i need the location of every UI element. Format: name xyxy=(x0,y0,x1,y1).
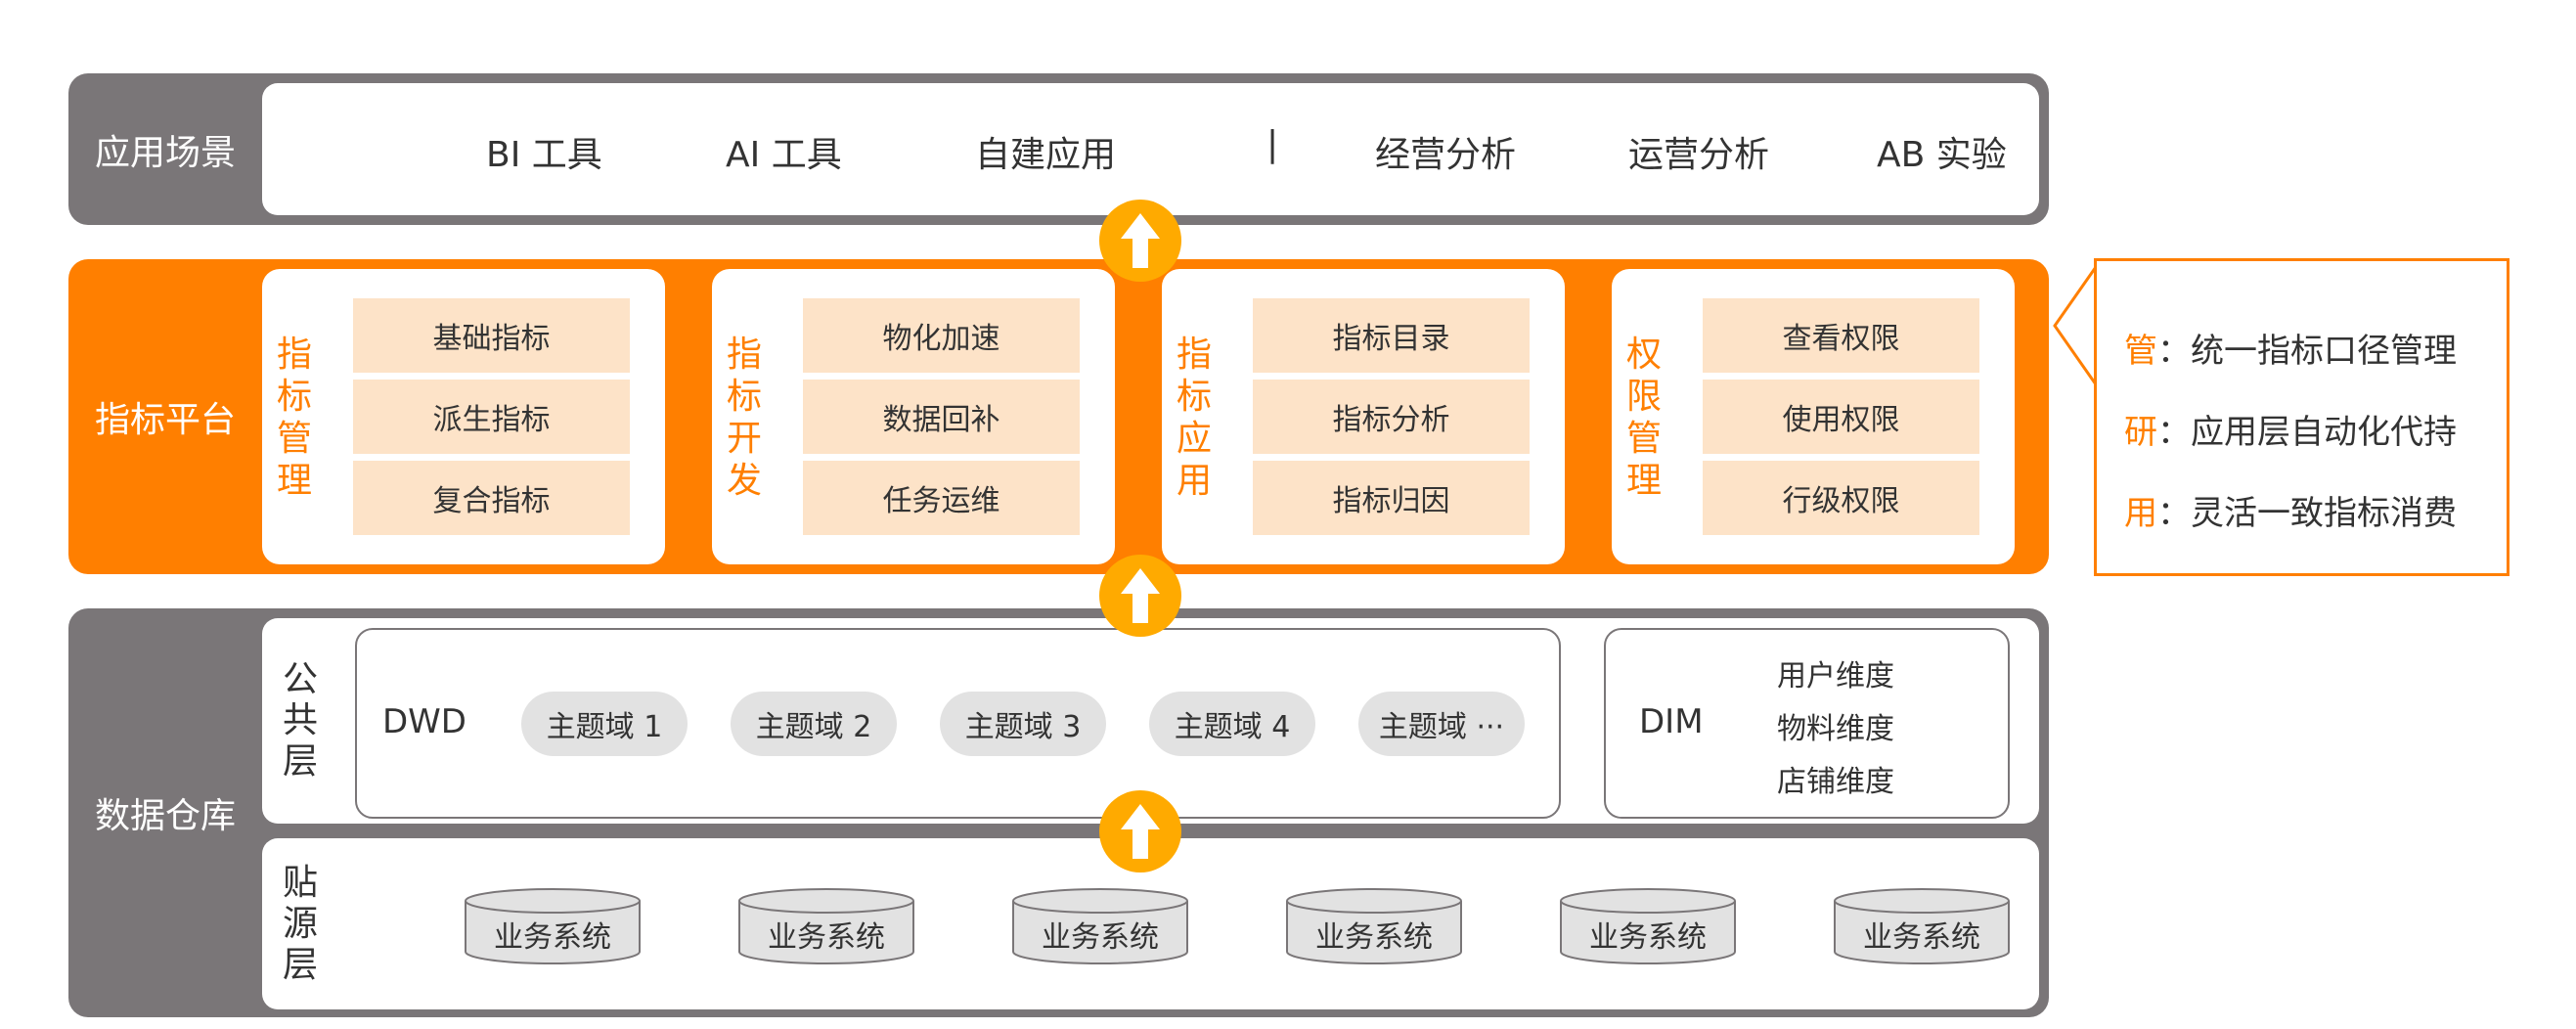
business-system-db: 业务系统 xyxy=(464,887,642,965)
database-icon xyxy=(1012,888,1188,964)
database-icon xyxy=(738,888,914,964)
business-system-label: 业务系统 xyxy=(1589,920,1707,955)
permission-management-card: 权限管理 查看权限 使用权限 行级权限 xyxy=(1612,269,2015,564)
dev-task-ops: 任务运维 xyxy=(803,461,1080,535)
database-icon xyxy=(1834,888,2010,964)
app-metric-attribution: 指标归因 xyxy=(1253,461,1530,535)
perm-view: 查看权限 xyxy=(1703,298,1979,373)
database-icon xyxy=(1560,888,1736,964)
metric-management-card: 指标管理 基础指标 派生指标 复合指标 xyxy=(262,269,665,564)
dim-user: 用户维度 xyxy=(1777,659,1894,693)
callout-line-manage: 管：统一指标口径管理 xyxy=(2124,332,2457,371)
up-arrow-icon xyxy=(1099,790,1181,872)
perm-row-level: 行级权限 xyxy=(1703,461,1979,535)
application-items-panel: BI 工具 AI 工具 自建应用 | 经营分析 运营分析 AB 实验 xyxy=(262,83,2039,215)
up-arrow-icon xyxy=(1099,200,1181,282)
business-system-db: 业务系统 xyxy=(1285,887,1463,965)
database-icon xyxy=(1286,888,1462,964)
metric-derived: 派生指标 xyxy=(353,380,630,454)
dev-backfill: 数据回补 xyxy=(803,380,1080,454)
data-warehouse-layer: 数据仓库 公共层 DWD 主题域 1 主题域 2 主题域 3 主题域 4 主题域… xyxy=(68,608,2049,1017)
callout-pointer xyxy=(2053,266,2098,385)
application-layer: 应用场景 BI 工具 AI 工具 自建应用 | 经营分析 运营分析 AB 实验 xyxy=(68,73,2049,225)
business-system-label: 业务系统 xyxy=(1042,920,1159,955)
metrics-platform-label: 指标平台 xyxy=(94,400,236,440)
metric-management-title: 指标管理 xyxy=(276,335,312,501)
dim-material: 物料维度 xyxy=(1777,712,1894,746)
app-item-business-analysis: 经营分析 xyxy=(1375,135,1517,175)
business-system-db: 业务系统 xyxy=(1559,887,1737,965)
dev-materialization: 物化加速 xyxy=(803,298,1080,373)
app-item-ai-tools: AI 工具 xyxy=(726,135,842,175)
app-item-ab-testing: AB 实验 xyxy=(1877,135,2007,175)
dim-label: DIM xyxy=(1639,702,1704,741)
app-item-custom-apps: 自建应用 xyxy=(975,135,1117,175)
business-system-db: 业务系统 xyxy=(1833,887,2011,965)
app-item-bi-tools: BI 工具 xyxy=(486,135,602,175)
business-system-label: 业务系统 xyxy=(1315,920,1433,955)
business-system-db: 业务系统 xyxy=(1011,887,1189,965)
topic-domain-1: 主题域 1 xyxy=(521,692,688,756)
application-layer-label: 应用场景 xyxy=(94,132,236,173)
metrics-platform-layer: 指标平台 指标管理 基础指标 派生指标 复合指标 指标开发 物化加速 数据回补 … xyxy=(68,259,2049,574)
common-layer-title: 公共层 xyxy=(282,659,318,782)
app-metric-analysis: 指标分析 xyxy=(1253,380,1530,454)
callout-box: 管：统一指标口径管理 研：应用层自动化代持 用：灵活一致指标消费 xyxy=(2094,258,2509,576)
dim-box: DIM 用户维度 物料维度 店铺维度 xyxy=(1604,628,2010,819)
topic-domain-4: 主题域 4 xyxy=(1149,692,1315,756)
metric-composite: 复合指标 xyxy=(353,461,630,535)
metric-application-title: 指标应用 xyxy=(1176,335,1212,501)
up-arrow-icon xyxy=(1099,555,1181,637)
topic-domain-3: 主题域 3 xyxy=(940,692,1106,756)
app-item-operations-analysis: 运营分析 xyxy=(1628,135,1770,175)
permission-management-title: 权限管理 xyxy=(1625,335,1662,501)
metric-application-card: 指标应用 指标目录 指标分析 指标归因 xyxy=(1162,269,1565,564)
dwd-label: DWD xyxy=(382,702,466,741)
metric-basic: 基础指标 xyxy=(353,298,630,373)
business-system-label: 业务系统 xyxy=(494,920,611,955)
dim-store: 店铺维度 xyxy=(1777,765,1894,799)
app-separator: | xyxy=(1266,124,1279,164)
topic-domain-2: 主题域 2 xyxy=(731,692,897,756)
callout-line-consume: 用：灵活一致指标消费 xyxy=(2124,494,2457,533)
metric-development-card: 指标开发 物化加速 数据回补 任务运维 xyxy=(712,269,1115,564)
topic-domain-more: 主题域 ··· xyxy=(1358,692,1525,756)
business-system-label: 业务系统 xyxy=(768,920,885,955)
common-layer-panel: 公共层 DWD 主题域 1 主题域 2 主题域 3 主题域 4 主题域 ··· … xyxy=(262,618,2039,824)
dwd-box: DWD 主题域 1 主题域 2 主题域 3 主题域 4 主题域 ··· xyxy=(355,628,1561,819)
business-system-db: 业务系统 xyxy=(737,887,915,965)
metric-development-title: 指标开发 xyxy=(726,335,762,501)
app-metric-catalog: 指标目录 xyxy=(1253,298,1530,373)
callout-line-develop: 研：应用层自动化代持 xyxy=(2124,413,2457,452)
source-layer-title: 贴源层 xyxy=(282,863,318,985)
database-icon xyxy=(465,888,641,964)
perm-use: 使用权限 xyxy=(1703,380,1979,454)
business-system-label: 业务系统 xyxy=(1863,920,1980,955)
data-warehouse-label: 数据仓库 xyxy=(94,796,236,836)
